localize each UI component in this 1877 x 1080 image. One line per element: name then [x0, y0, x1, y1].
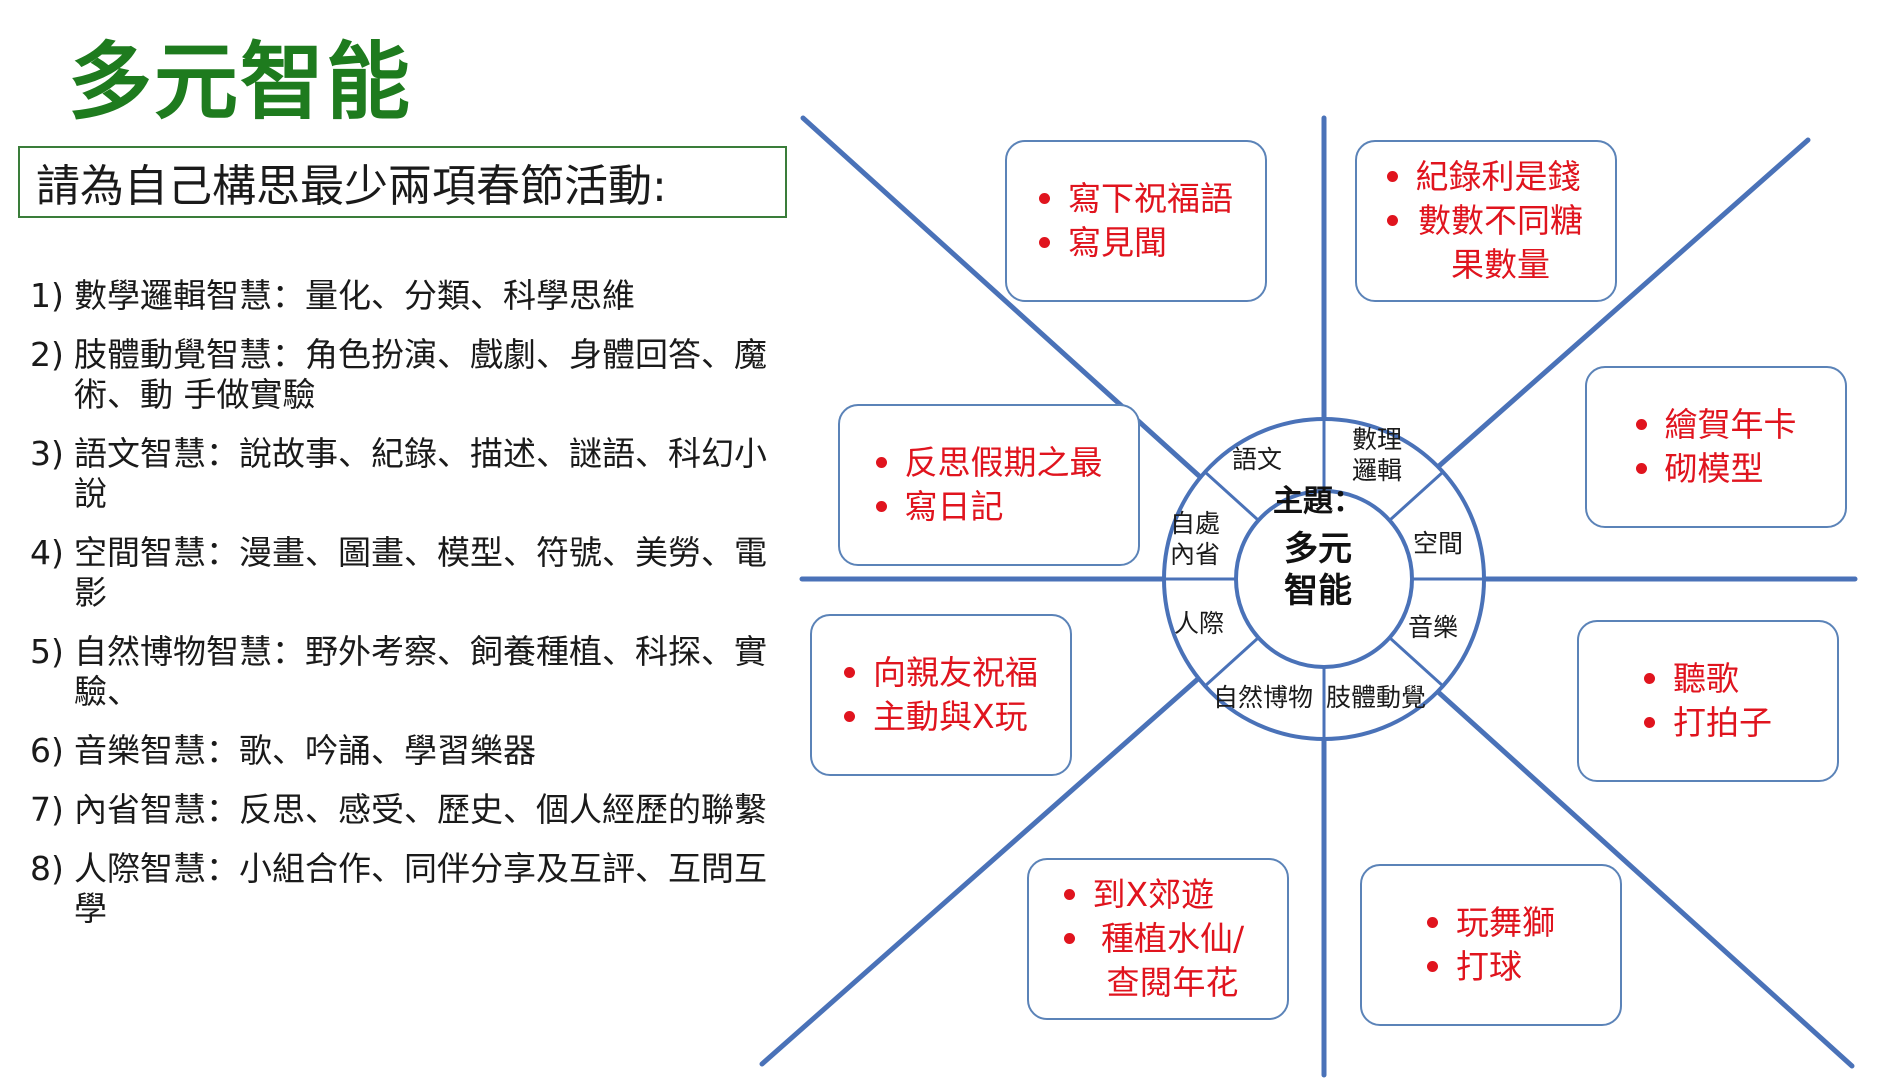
ring-label-naturalist: 自然博物 — [1213, 683, 1314, 712]
ring-label-interpersonal: 人際 — [1174, 609, 1225, 638]
list-item: 3)語文智慧：說故事、紀錄、描述、謎語、科幻小說 — [30, 434, 767, 513]
list-item: 8)人際智慧：小組合作、同伴分享及互評、互問互學 — [30, 849, 767, 928]
intelligence-list: 1)數學邏輯智慧：量化、分類、科學思維 2)肢體動覺智慧：角色扮演、戲劇、身體回… — [30, 276, 770, 948]
center-circle — [1234, 489, 1414, 669]
ring-label-math: 數理 邏輯 — [1352, 425, 1403, 485]
activity-box-spatial: 繪賀年卡 砌模型 — [1585, 366, 1847, 528]
list-item: 2)肢體動覺智慧：角色扮演、戲劇、身體回答、魔術、動 手做實驗 — [30, 335, 767, 414]
ring-label-bodily: 肢體動覺 — [1326, 683, 1427, 712]
ring-label-language: 語文 — [1232, 445, 1283, 474]
activity-box-math: 紀錄利是錢 數數不同糖果數量 — [1355, 140, 1617, 302]
list-item: 6)音樂智慧：歌、吟誦、學習樂器 — [30, 731, 536, 770]
list-item: 4)空間智慧：漫畫、圖畫、模型、符號、美勞、電影 — [30, 533, 767, 612]
activity-box-naturalist: 到X郊遊 種植水仙/查閱年花 — [1027, 858, 1289, 1020]
page-title: 多元智能 — [68, 33, 413, 131]
ring-label-intrapersonal: 自處 內省 — [1170, 509, 1221, 569]
activity-box-interpersonal: 向親友祝福 主動與X玩 — [810, 614, 1072, 776]
activity-box-intrapersonal: 反思假期之最 寫日記 — [838, 404, 1140, 566]
list-item: 1)數學邏輯智慧：量化、分類、科學思維 — [30, 276, 635, 315]
center-topic: 主題： 多元 智能 — [1243, 482, 1393, 612]
activity-box-language: 寫下祝福語 寫見聞 — [1005, 140, 1267, 302]
list-item: 7)內省智慧：反思、感受、歷史、個人經歷的聯繫 — [30, 790, 767, 829]
prompt-text: 請為自己構思最少兩項春節活動: — [36, 161, 667, 212]
ring-label-music: 音樂 — [1408, 613, 1459, 642]
list-item: 5)自然博物智慧：野外考察、飼養種植、科探、實驗、 — [30, 632, 767, 711]
center-topic-label: 主題： — [1273, 484, 1363, 519]
activity-box-bodily: 玩舞獅 打球 — [1360, 864, 1622, 1026]
activity-box-music: 聽歌 打拍子 — [1577, 620, 1839, 782]
prompt-box: 請為自己構思最少兩項春節活動: — [18, 146, 787, 218]
center-topic-name: 多元 智能 — [1284, 529, 1352, 611]
ring-label-spatial: 空間 — [1413, 529, 1464, 558]
